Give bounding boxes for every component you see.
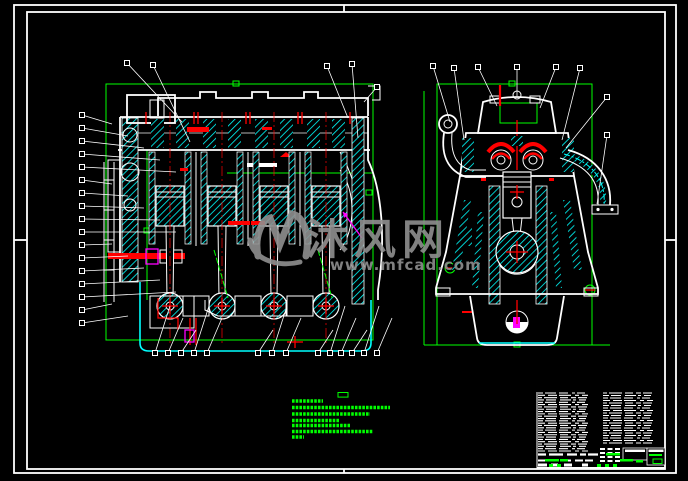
balloon-marker: [178, 350, 184, 356]
balloon-marker: [124, 60, 130, 66]
signature-cell: [600, 456, 605, 458]
balloon-marker: [374, 350, 380, 356]
balloon-marker: [430, 63, 436, 69]
balloon-marker: [255, 350, 261, 356]
balloon-marker: [324, 63, 330, 69]
balloon-marker: [283, 350, 289, 356]
balloon-marker: [577, 65, 583, 71]
balloon-marker: [204, 350, 210, 356]
balloon-marker: [79, 268, 85, 274]
notes-heading-box: [337, 392, 349, 398]
balloon-marker: [79, 216, 85, 222]
signature-cell: [600, 460, 605, 462]
valve-springs: [486, 142, 548, 171]
drain-plug-mark: [287, 336, 303, 348]
balloon-marker: [475, 64, 481, 70]
watermark: 沐风网 www.mfcad.com: [247, 210, 482, 274]
signature-cell: [615, 456, 620, 458]
balloon-marker: [604, 132, 610, 138]
balloon-marker: [79, 307, 85, 313]
balloon-marker: [79, 242, 85, 248]
balloon-marker: [191, 350, 197, 356]
balloon-marker: [338, 350, 344, 356]
balloon-marker: [553, 64, 559, 70]
signature-cell: [615, 460, 620, 462]
balloon-marker: [79, 255, 85, 261]
balloon-marker: [152, 350, 158, 356]
title-block: [537, 447, 666, 470]
balloon-marker: [79, 203, 85, 209]
balloon-marker: [79, 177, 85, 183]
parts-list-table: [536, 392, 664, 469]
balloon-marker: [79, 125, 85, 131]
balloon-marker: [604, 94, 610, 100]
balloon-marker: [349, 350, 355, 356]
signature-cell: [607, 460, 613, 462]
balloon-marker: [315, 350, 321, 356]
balloon-marker: [79, 164, 85, 170]
balloon-marker: [451, 65, 457, 71]
balloon-marker: [327, 350, 333, 356]
piston-center-mark: [510, 185, 524, 199]
balloon-marker: [269, 350, 275, 356]
balloon-marker: [374, 84, 380, 90]
balloon-marker: [79, 112, 85, 118]
balloon-marker: [79, 190, 85, 196]
crank-center-mark: [506, 241, 528, 263]
balloon-marker: [349, 61, 355, 67]
signature-cell: [600, 452, 605, 454]
balloon-marker: [79, 294, 85, 300]
signature-cell: [607, 456, 613, 458]
balloon-marker: [165, 350, 171, 356]
balloon-marker: [79, 320, 85, 326]
technical-notes: [292, 392, 390, 439]
watermark-logo-icon: [247, 210, 311, 267]
balloon-marker: [361, 350, 367, 356]
balloon-marker: [79, 229, 85, 235]
signature-cell: [615, 448, 620, 450]
balloon-marker: [150, 62, 156, 68]
scale-sheet-box: [646, 447, 666, 466]
part-balloons: [79, 60, 610, 356]
balloon-marker: [79, 281, 85, 287]
signature-cell: [607, 448, 613, 450]
balloon-marker: [514, 64, 520, 70]
view-cross-section: [423, 80, 619, 348]
balloon-marker: [79, 151, 85, 157]
balloon-marker: [79, 138, 85, 144]
watermark-site-name: 沐风网: [306, 215, 450, 264]
sheet-border: [13, 4, 677, 474]
signature-cell: [600, 448, 605, 450]
watermark-site-url: www.mfcad.com: [330, 256, 482, 274]
